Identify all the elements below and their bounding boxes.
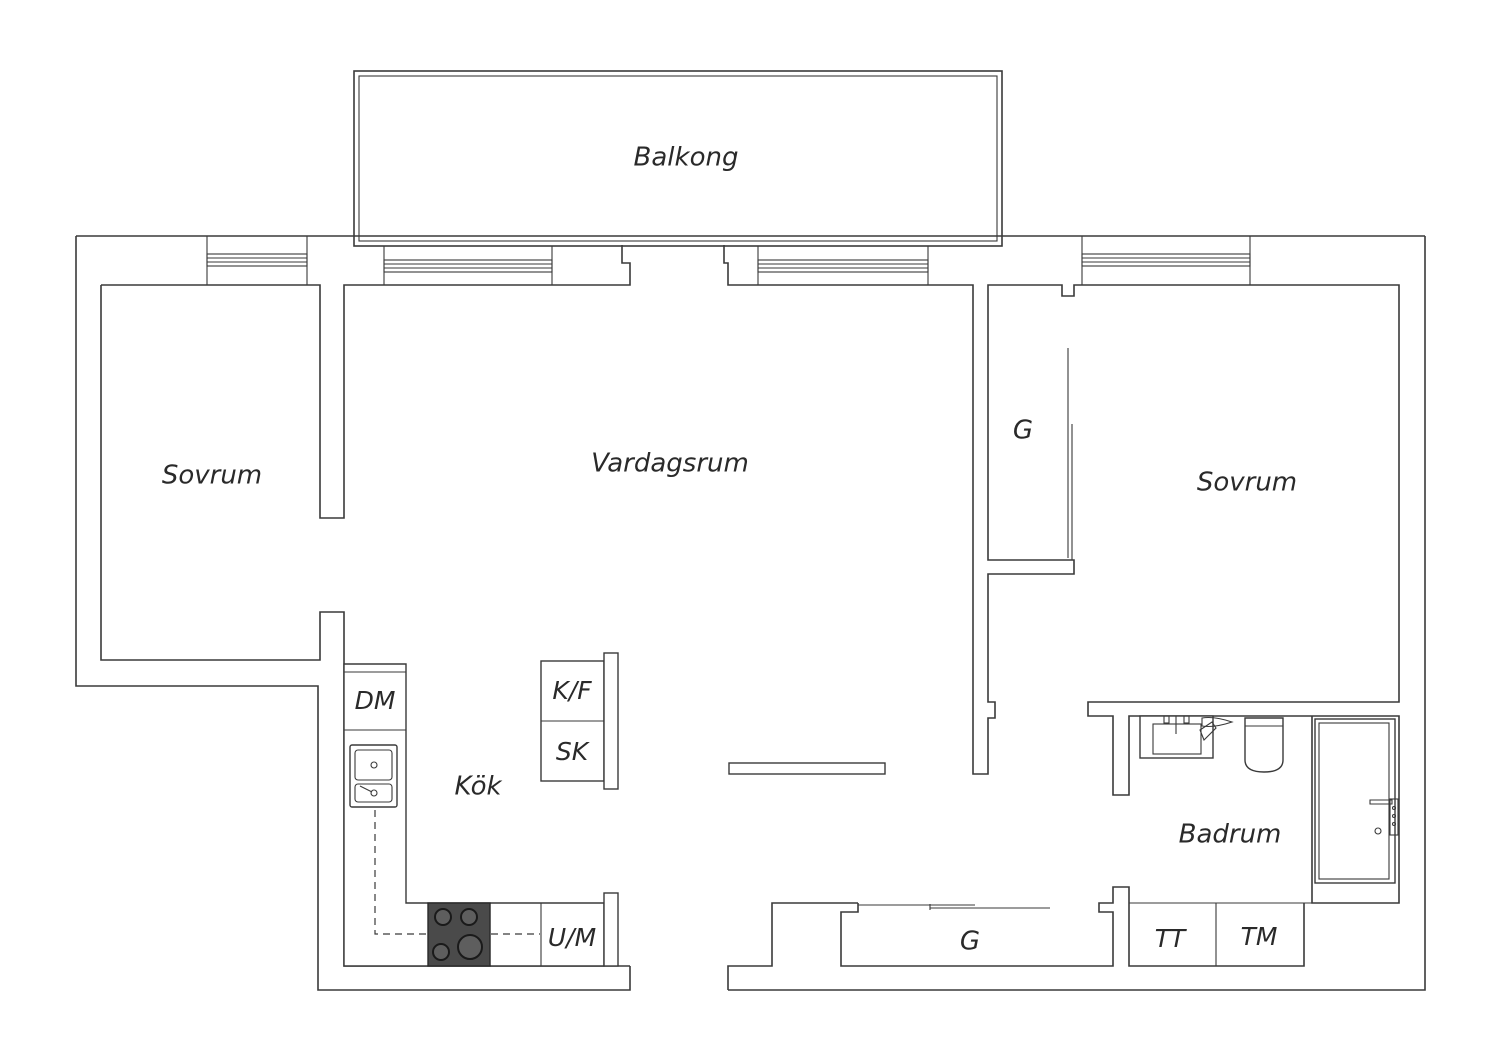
toilet-icon [1244,717,1284,773]
appliance-label-oven-microwave: U/M [548,923,596,952]
appliance-label-dishwasher: DM [355,686,396,715]
appliance-label-washer: TM [1241,922,1278,951]
wardrobe-right-doors [1067,348,1073,560]
windows [206,236,1251,285]
room-label-kitchen: Kök [454,772,502,802]
room-label-bathroom: Badrum [1179,820,1282,850]
window-icon [1081,236,1251,285]
fridge-cabinet-unit [540,652,619,790]
bathtub-icon [1314,718,1399,884]
wardrobe-bottom [840,886,1305,967]
appliance-label-fridge-freezer: K/F [552,676,592,705]
room-label-living-room: Vardagsrum [591,449,749,479]
appliance-label-dryer: TT [1155,924,1187,953]
room-label-bedroom-left: Sovrum [162,461,262,491]
room-label-bedroom-right: Sovrum [1197,468,1297,498]
bar-counter [728,762,886,775]
window-icon [383,246,553,285]
room-label-balcony: Balkong [634,143,739,173]
balcony [353,70,1003,247]
sink-icon [349,744,398,808]
window-icon [206,236,308,285]
outer-walls [75,235,1426,991]
room-label-wardrobe-right: G [1013,416,1033,446]
laundry-units [1129,902,1312,966]
stove-icon [427,902,491,967]
room-label-wardrobe-bottom: G [960,927,980,957]
appliance-label-cabinet: SK [556,737,591,766]
washbasin-icon [1139,715,1234,759]
window-icon [757,246,929,285]
